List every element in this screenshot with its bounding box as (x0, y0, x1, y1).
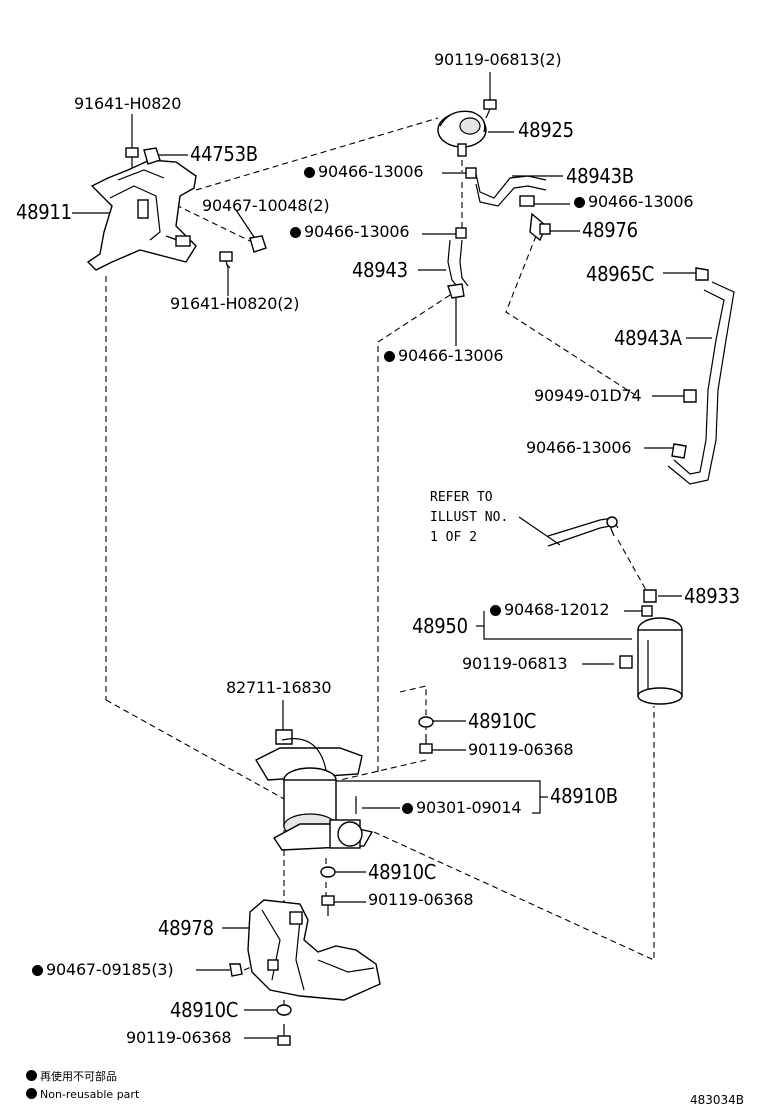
part-label: 91641-H0820(2) (170, 294, 300, 313)
part-label: 44753B (190, 142, 258, 166)
clip-icon (455, 227, 467, 239)
clamp-icon (143, 147, 161, 165)
part-label: 48910C (468, 709, 536, 733)
bracket-icon (247, 899, 381, 1001)
grommet-icon (320, 866, 336, 878)
bolt-icon (219, 251, 233, 269)
canister-icon (437, 110, 487, 157)
part-label: 48910B (550, 784, 618, 808)
grommet-icon (418, 716, 434, 728)
legend-jp: 再使用不可部品 (26, 1070, 117, 1082)
compressor-icon (255, 738, 374, 851)
bolt-icon (321, 895, 335, 916)
reference-note-line: 1 OF 2 (430, 530, 477, 545)
figure-id: 483034B (690, 1093, 745, 1107)
clip-icon (275, 729, 293, 745)
part-label: 90466-13006 (304, 164, 424, 180)
hose-icon (447, 239, 469, 299)
hose-icon (667, 267, 735, 485)
part-label: 90119-06368 (126, 1028, 232, 1047)
part-label: 90949-01D74 (534, 386, 642, 405)
part-label: 90301-09014 (402, 800, 522, 816)
part-label: 90466-13006 (574, 194, 694, 210)
grommet-icon (276, 1004, 292, 1016)
part-label: 48911 (16, 200, 72, 224)
part-label: 90467-10048(2) (202, 196, 330, 215)
bracket-icon (86, 159, 197, 271)
hose-icon (475, 173, 547, 207)
reference-note-line: REFER TO (430, 490, 493, 505)
part-label: 48910C (368, 860, 436, 884)
part-label: 90466-13006 (290, 224, 410, 240)
connector-icon (529, 212, 551, 242)
bolt-icon (483, 99, 497, 119)
part-label: 48943A (614, 326, 682, 350)
nut-icon (229, 963, 243, 977)
part-label: 90466-13006 (526, 438, 632, 457)
part-label: 48943 (352, 258, 408, 282)
bolt-icon (419, 734, 433, 754)
part-label: 82711-16830 (226, 678, 332, 697)
part-label: 90119-06813(2) (434, 50, 562, 69)
part-label: 90466-13006 (384, 348, 504, 364)
pipe-icon (547, 516, 619, 547)
part-label: 90119-06368 (468, 740, 574, 759)
fitting-icon (643, 589, 657, 603)
nut-icon (249, 235, 267, 253)
part-label: 48933 (684, 584, 740, 608)
part-label: 48978 (158, 916, 214, 940)
part-label: 90119-06368 (368, 890, 474, 909)
part-label: 48910C (170, 998, 238, 1022)
legend-en: Non-reusable part (26, 1088, 139, 1100)
clip-icon (465, 167, 477, 179)
reference-note-line: ILLUST NO. (430, 510, 509, 525)
part-label: 90119-06813 (462, 654, 568, 673)
part-label: 90467-09185(3) (32, 962, 174, 978)
part-label: 91641-H0820 (74, 94, 182, 113)
part-label: 48950 (412, 614, 468, 638)
bolt-icon (125, 147, 139, 168)
part-label: 48965C (586, 262, 654, 286)
part-label: 48925 (518, 118, 574, 142)
part-label: 90468-12012 (490, 602, 610, 618)
part-label: 48976 (582, 218, 638, 242)
leader-lines (72, 72, 712, 1039)
bolt-icon (277, 1024, 291, 1046)
dryer-icon (619, 605, 683, 705)
part-label: 48943B (566, 164, 634, 188)
